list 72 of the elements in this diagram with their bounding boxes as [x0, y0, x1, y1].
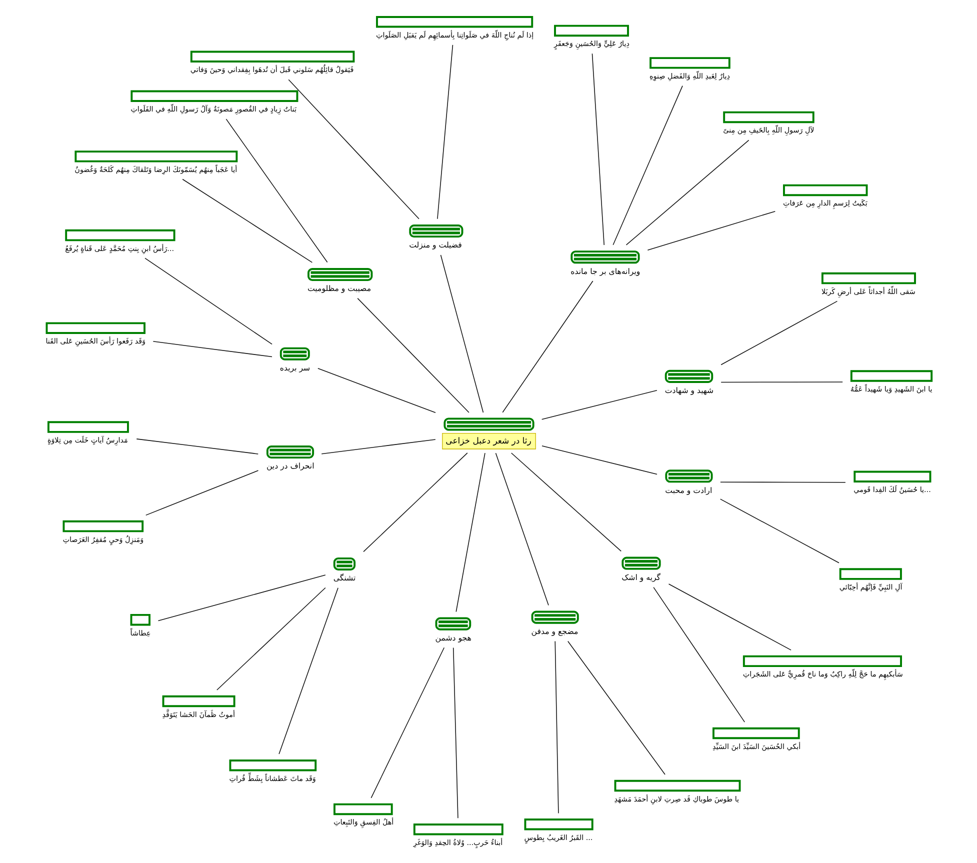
connector	[440, 254, 484, 413]
connector	[362, 452, 468, 552]
node-box	[838, 568, 902, 580]
node-box	[162, 695, 235, 708]
connector	[502, 280, 593, 413]
connector	[719, 498, 839, 564]
node-box	[524, 818, 593, 830]
connector	[668, 584, 791, 650]
connector	[278, 587, 338, 754]
connector	[452, 647, 458, 819]
node-box	[614, 780, 740, 792]
connector	[652, 586, 745, 722]
node-box	[850, 370, 932, 382]
node-box	[853, 470, 931, 482]
connector	[554, 640, 558, 814]
node-box	[190, 50, 354, 62]
connector	[510, 452, 622, 552]
node-box	[307, 268, 372, 282]
connector	[157, 574, 326, 622]
node-box	[408, 224, 463, 238]
node-box	[228, 760, 316, 772]
node-box	[279, 347, 310, 360]
node-box	[621, 556, 660, 570]
node-box	[46, 421, 128, 433]
connector	[356, 298, 469, 413]
connector	[320, 439, 436, 454]
node-box	[649, 57, 730, 69]
connector	[720, 382, 842, 383]
node-box	[130, 90, 298, 102]
connector	[455, 452, 485, 612]
node-box	[45, 322, 145, 334]
connector	[436, 44, 453, 220]
node-box	[333, 803, 392, 816]
node-box	[570, 250, 640, 264]
node-box	[74, 150, 238, 162]
node-box	[62, 520, 144, 532]
connector	[370, 647, 444, 798]
node-box	[782, 184, 868, 196]
connector	[720, 300, 838, 366]
connector	[288, 79, 419, 220]
connector	[612, 85, 682, 246]
node-box	[722, 111, 814, 124]
connector	[646, 210, 776, 250]
node-box	[376, 16, 533, 28]
connector	[625, 140, 749, 246]
node-box	[434, 617, 471, 630]
connector	[567, 640, 665, 775]
connector	[144, 258, 272, 345]
node-box	[332, 557, 356, 570]
connector	[216, 587, 326, 690]
connector	[541, 445, 657, 475]
node-box	[266, 446, 314, 459]
node-box	[820, 272, 916, 284]
connector	[225, 118, 328, 263]
node-box	[664, 470, 712, 483]
node-box	[664, 370, 713, 383]
node-box	[412, 824, 503, 836]
connector	[152, 341, 272, 358]
connector	[144, 470, 258, 516]
connector	[136, 438, 258, 454]
connector	[494, 452, 548, 606]
connector	[317, 368, 436, 414]
connector	[720, 482, 846, 483]
node-box	[554, 24, 628, 37]
connector	[540, 390, 657, 420]
connector	[591, 53, 604, 246]
connector	[182, 178, 312, 263]
node-box	[130, 614, 150, 626]
node-box	[530, 610, 578, 624]
node-box	[742, 655, 902, 668]
node-box	[64, 229, 175, 242]
node-box	[712, 727, 800, 740]
